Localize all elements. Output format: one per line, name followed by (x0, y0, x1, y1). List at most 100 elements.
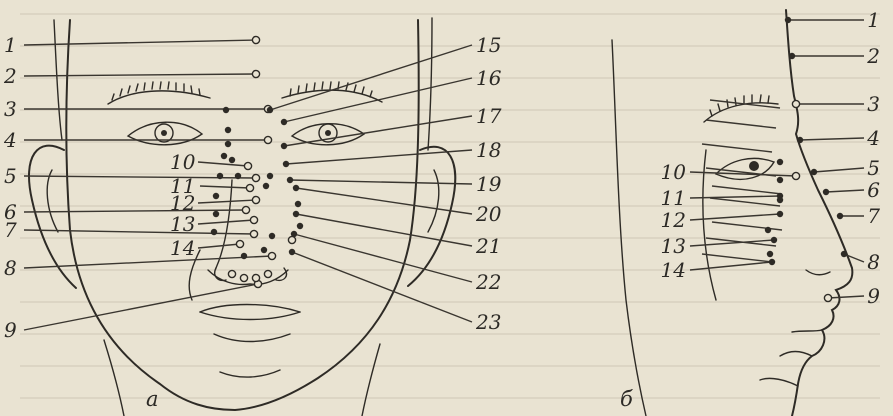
profile-inner-leader-14 (690, 262, 772, 270)
profile-right-label-9: 9 (867, 284, 880, 308)
front-left-point-1 (252, 36, 259, 43)
profile-right-leader-5 (814, 168, 864, 172)
profile-continuation-leader-17 (702, 144, 772, 152)
front-inner-leader-11 (200, 186, 250, 188)
front-right-label-18: 18 (476, 138, 501, 162)
front-extra-point-21 (252, 274, 259, 281)
front-extra-point-20 (240, 274, 247, 281)
front-extra-point-15 (263, 183, 269, 189)
front-extra-point-12 (261, 247, 267, 253)
front-left-point-4 (264, 136, 271, 143)
profile-right-point-8 (841, 251, 847, 257)
front-right-point-17 (281, 143, 287, 149)
front-inner-label-10: 10 (170, 150, 196, 174)
front-extra-point-1 (223, 107, 229, 113)
front-left-point-2 (252, 70, 259, 77)
front-right-label-15: 15 (476, 33, 501, 57)
profile-continuation-leader-19 (712, 186, 782, 194)
profile-face-drawing (612, 10, 852, 416)
profile-inner-label-12: 12 (661, 208, 686, 232)
front-left-label-3: 3 (4, 97, 17, 121)
profile-inner-point-14 (769, 259, 775, 265)
point-labels: 1234567891011121314151617181920212223123… (3, 8, 880, 342)
profile-inner-label-13: 13 (661, 234, 686, 258)
front-right-point-23 (289, 249, 295, 255)
front-inner-leader-10 (198, 162, 248, 166)
front-extra-point-5 (217, 173, 223, 179)
front-extra-point-7 (213, 211, 219, 217)
front-right-label-22: 22 (475, 270, 501, 294)
front-right-label-16: 16 (476, 66, 502, 90)
profile-right-point-1 (785, 17, 791, 23)
profile-right-label-5: 5 (867, 156, 880, 180)
front-inner-leader-12 (198, 200, 256, 203)
front-extra-point-2 (225, 127, 231, 133)
profile-inner-secondary-point-14 (767, 251, 773, 257)
profile-continuation-leader-21 (712, 222, 782, 230)
front-extra-point-22 (264, 270, 271, 277)
profile-right-label-7: 7 (867, 204, 880, 228)
profile-continuation-leader-23 (702, 254, 772, 262)
front-extra-point-8 (211, 229, 217, 235)
profile-right-label-6: 6 (867, 178, 880, 202)
profile-right-leader-8 (844, 254, 864, 262)
profile-inner-secondary-point-12 (777, 197, 783, 203)
front-right-label-21: 21 (475, 234, 501, 258)
profile-right-leader-9 (828, 296, 864, 298)
front-right-point-16 (281, 119, 287, 125)
front-left-label-8: 8 (4, 256, 17, 280)
front-right-point-19 (287, 177, 293, 183)
front-extra-point-19 (228, 270, 235, 277)
front-right-label-19: 19 (476, 172, 502, 196)
front-extra-point-4 (221, 153, 227, 159)
front-right-leader-20 (296, 188, 472, 214)
front-right-point-18 (283, 161, 289, 167)
profile-inner-secondary-point-11 (777, 177, 783, 183)
profile-inner-label-11: 11 (661, 186, 686, 210)
profile-right-label-4: 4 (866, 126, 880, 150)
front-right-point-15 (267, 107, 273, 113)
front-left-leader-1 (24, 40, 256, 45)
profile-continuation-leader-15 (710, 100, 780, 108)
profile-right-label-1: 1 (867, 8, 880, 32)
front-left-point-7 (250, 230, 257, 237)
front-inner-label-13: 13 (170, 212, 195, 236)
profile-right-point-2 (789, 53, 795, 59)
front-left-point-6 (242, 206, 249, 213)
front-left-leader-8 (24, 256, 272, 268)
front-inner-point-10 (244, 162, 251, 169)
front-right-leader-18 (286, 150, 472, 164)
front-right-point-21 (293, 211, 299, 217)
front-inner-point-11 (246, 184, 253, 191)
profile-inner-point-10 (792, 172, 799, 179)
profile-right-point-3 (792, 100, 799, 107)
front-extra-point-16 (295, 201, 301, 207)
profile-right-label-3: 3 (867, 92, 880, 116)
front-inner-leader-13 (198, 220, 254, 224)
front-inner-point-14 (236, 240, 243, 247)
profile-right-point-4 (797, 137, 803, 143)
front-inner-point-12 (252, 196, 259, 203)
profile-right-point-7 (837, 213, 843, 219)
front-right-leader-19 (290, 180, 472, 184)
profile-inner-point-13 (771, 237, 777, 243)
profile-right-leader-4 (800, 138, 864, 140)
front-extra-point-14 (267, 173, 273, 179)
front-right-label-17: 17 (476, 104, 502, 128)
profile-right-point-6 (823, 189, 829, 195)
profile-inner-point-12 (777, 211, 783, 217)
profile-right-point-5 (811, 169, 817, 175)
front-right-label-20: 20 (475, 202, 502, 226)
front-left-leader-9 (24, 284, 258, 330)
profile-continuation-leader-16 (706, 120, 776, 128)
front-inner-label-14: 14 (170, 236, 195, 260)
leader-lines (24, 20, 864, 330)
front-left-label-9: 9 (4, 318, 17, 342)
front-left-label-1: 1 (4, 33, 17, 57)
front-left-label-4: 4 (3, 128, 17, 152)
profile-continuation-leader-20 (710, 198, 780, 206)
profile-inner-label-14: 14 (661, 258, 686, 282)
profile-right-label-8: 8 (867, 250, 880, 274)
